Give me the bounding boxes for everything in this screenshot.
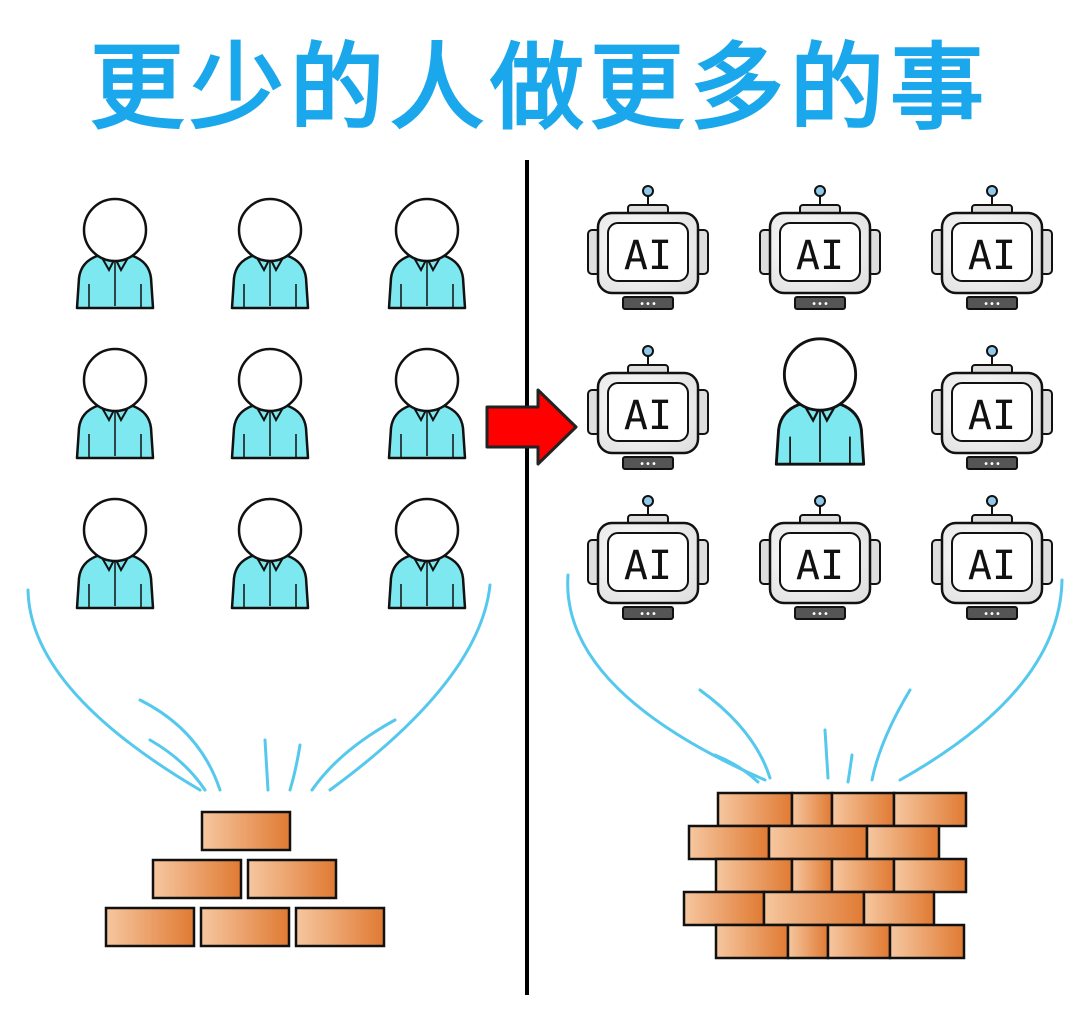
person-icon: [75, 197, 155, 310]
brick: [892, 791, 968, 828]
ai-label: AI: [624, 393, 672, 439]
person-icon: [387, 197, 467, 310]
person-icon: [75, 497, 155, 610]
ai-label: AI: [624, 233, 672, 279]
svg-text:•••: •••: [983, 459, 1001, 470]
brick: [865, 824, 941, 861]
effort-line: [823, 728, 830, 780]
person-icon: [230, 197, 310, 310]
ai-label: AI: [624, 543, 672, 589]
page-title: 更少的人做更多的事: [90, 34, 990, 143]
effort-line: [138, 698, 222, 792]
ai-label: AI: [968, 233, 1016, 279]
brick: [714, 857, 794, 894]
right-worker-grid: AI ••• AI ••• AI ••• AI ••• AI ••• AI ••• AI ••• AI •••: [587, 185, 1053, 620]
large-brick-wall: [682, 791, 968, 960]
ai-label: AI: [796, 233, 844, 279]
ai-label: AI: [796, 543, 844, 589]
brick: [151, 858, 243, 900]
ai-label: AI: [968, 393, 1016, 439]
ai-robot-icon: AI •••: [759, 495, 881, 620]
brick: [200, 810, 292, 852]
svg-text:•••: •••: [811, 609, 829, 620]
brick: [892, 857, 968, 894]
brick: [104, 906, 196, 948]
brick: [790, 857, 834, 894]
svg-text:•••: •••: [983, 299, 1001, 310]
brick: [687, 824, 771, 861]
person-icon: [230, 347, 310, 460]
brick: [830, 791, 896, 828]
left-worker-grid: [75, 197, 467, 610]
effort-line: [263, 738, 270, 792]
ai-robot-icon: AI •••: [931, 495, 1053, 620]
ai-robot-icon: AI •••: [587, 495, 709, 620]
person-icon: [387, 497, 467, 610]
svg-text:•••: •••: [639, 299, 657, 310]
ai-robot-icon: AI •••: [587, 185, 709, 310]
person-icon: [75, 347, 155, 460]
transformation-arrow-icon: [485, 388, 578, 466]
ai-label: AI: [968, 543, 1016, 589]
svg-text:•••: •••: [983, 609, 1001, 620]
brick: [762, 890, 866, 927]
effort-line: [846, 753, 854, 784]
effort-line: [288, 743, 302, 792]
brick: [294, 906, 386, 948]
svg-text:•••: •••: [639, 609, 657, 620]
brick: [862, 890, 936, 927]
brick: [830, 857, 896, 894]
effort-line: [870, 688, 912, 782]
brick: [246, 858, 338, 900]
svg-text:•••: •••: [811, 299, 829, 310]
effort-line: [713, 753, 760, 784]
person-icon: [387, 347, 467, 460]
effort-line: [328, 583, 492, 792]
effort-line: [898, 578, 1064, 782]
brick: [888, 923, 966, 960]
effort-line: [698, 688, 772, 780]
effort-line: [148, 738, 207, 792]
brick: [199, 906, 291, 948]
left-effort-lines: [26, 583, 492, 792]
brick: [682, 890, 766, 927]
svg-text:•••: •••: [639, 459, 657, 470]
ai-robot-icon: AI •••: [759, 185, 881, 310]
person-icon: [774, 337, 866, 466]
ai-robot-icon: AI •••: [931, 185, 1053, 310]
ai-robot-icon: AI •••: [931, 345, 1053, 470]
effort-line: [566, 573, 767, 782]
effort-line: [26, 588, 202, 792]
person-icon: [230, 497, 310, 610]
right-effort-lines: [566, 573, 1064, 784]
brick: [716, 791, 794, 828]
brick: [790, 791, 834, 828]
brick: [714, 923, 790, 960]
brick: [767, 824, 869, 861]
brick: [786, 923, 830, 960]
ai-robot-icon: AI •••: [587, 345, 709, 470]
small-brick-pile: [104, 810, 386, 948]
brick: [826, 923, 892, 960]
effort-line: [310, 718, 397, 792]
